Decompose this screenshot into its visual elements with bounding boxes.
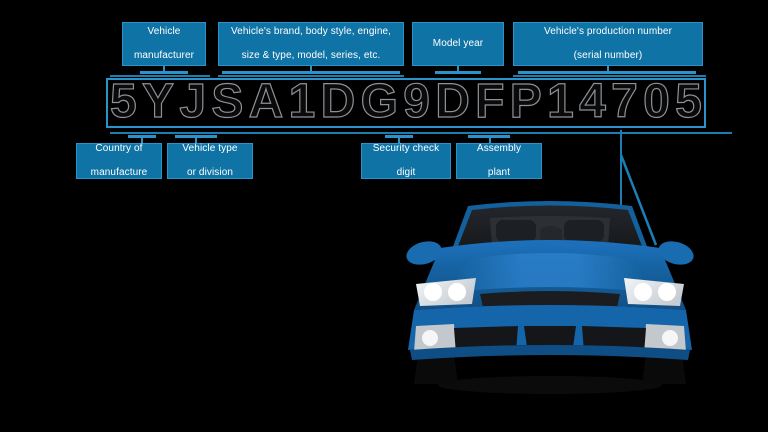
callout-box-vehicle-descriptor: Vehicle's brand, body style, engine, siz… [218, 22, 404, 66]
vin-char: 1 [288, 75, 316, 128]
leader-stem-security-check [398, 135, 400, 144]
leader-bar-model-year [435, 71, 481, 74]
headlight-left-bulb-outer [424, 283, 442, 301]
dash-vent-right [564, 220, 604, 242]
callout-box-vehicle-type: Vehicle type or division [167, 143, 253, 179]
callout-line2: manufacture [90, 167, 148, 179]
leader-stem-production-number [607, 66, 609, 74]
vin-char: D [320, 75, 356, 128]
vin-char: 5 [109, 75, 137, 128]
vin-char: P [509, 75, 542, 128]
vin-char: 1 [547, 75, 575, 128]
leader-span-descriptor [218, 75, 404, 77]
callout-line2: size & type, model, series, etc. [241, 50, 381, 62]
leader-span-country [110, 132, 732, 134]
callout-box-model-year: Model year [412, 22, 504, 66]
headlight-right-bulb-inner [634, 283, 652, 301]
callout-box-assembly-plant: Assembly plant [456, 143, 542, 179]
vin-char: S [211, 75, 244, 128]
vin-char: J [179, 75, 207, 128]
callout-box-security-check-digit: Security check digit [361, 143, 451, 179]
callout-box-country-of-manufacture: Country of manufacture [76, 143, 162, 179]
dash-vent-left [496, 220, 536, 242]
callout-line1: Assembly [476, 142, 522, 154]
callout-line2: digit [396, 167, 416, 179]
fog-light-left-bulb [422, 330, 438, 346]
vin-char: 4 [579, 75, 607, 128]
leader-stem-manufacturer [163, 66, 165, 74]
car-hood [454, 253, 646, 292]
leader-span-production-number [513, 75, 706, 77]
vin-plate-outline [106, 78, 706, 128]
leader-bar-manufacturer [140, 71, 188, 74]
leader-stem-model-year [457, 66, 459, 74]
callout-line2: or division [186, 167, 234, 179]
vin-number: 5 Y J S A 1 D G 9 D F P 1 4 7 0 5 [108, 74, 704, 130]
mirror-right [658, 241, 694, 265]
leader-span-manufacturer [110, 75, 210, 77]
headlight-right-bulb-outer [658, 283, 676, 301]
vin-char: G [360, 75, 399, 128]
vin-char: 5 [675, 75, 703, 128]
callout-line1: Country of [95, 142, 143, 154]
vin-char: Y [141, 75, 175, 128]
vin-char: A [248, 75, 284, 128]
callout-line1: Vehicle type [182, 142, 238, 154]
callout-line1: Vehicle's brand, body style, engine, [230, 25, 392, 37]
callout-line1: Vehicle [147, 25, 181, 37]
vin-char: 7 [611, 75, 639, 128]
fog-light-right-bulb [662, 330, 678, 346]
leader-stem-assembly-plant [489, 135, 491, 144]
callout-line1: Vehicle's production number [543, 25, 673, 37]
callout-line1: Security check [372, 142, 440, 154]
vin-char: F [475, 75, 506, 128]
leader-bar-descriptor [222, 71, 400, 74]
leader-stem-vehicle-type [195, 135, 197, 144]
callout-box-vehicle-manufacturer: Vehicle manufacturer [122, 22, 206, 66]
callout-line2: plant [487, 167, 511, 179]
leader-stem-country [141, 135, 143, 144]
car-illustration [406, 201, 694, 394]
leader-stem-descriptor [310, 66, 312, 74]
mirror-left [406, 241, 442, 265]
car-shadow [438, 376, 662, 394]
callout-box-production-number: Vehicle's production number (serial numb… [513, 22, 703, 66]
vin-char: 0 [643, 75, 671, 128]
callout-line2: manufacturer [133, 50, 195, 62]
bumper-lower-lip [410, 345, 690, 360]
vin-char: 9 [403, 75, 431, 128]
callout-line2: (serial number) [573, 50, 643, 62]
steering-wheel [540, 226, 562, 242]
callout-line1: Model year [432, 37, 484, 49]
vin-char: D [435, 75, 471, 128]
headlight-left-bulb-inner [448, 283, 466, 301]
leader-bar-production-number [518, 71, 696, 74]
